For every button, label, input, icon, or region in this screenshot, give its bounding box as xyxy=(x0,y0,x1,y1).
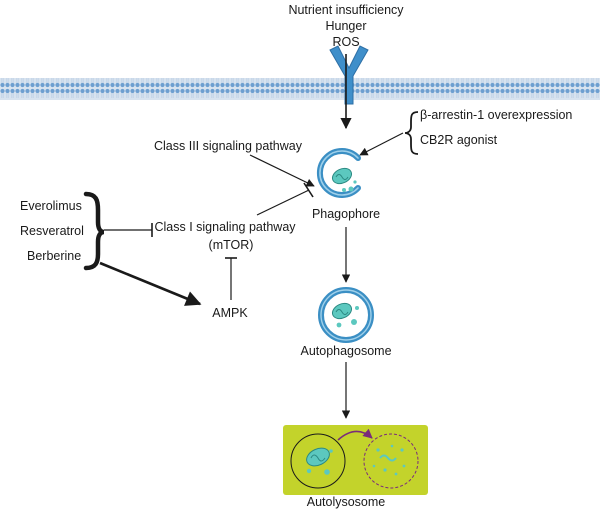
drug-resveratrol-label: Resveratrol xyxy=(20,224,84,238)
stimulus-ros-label: ROS xyxy=(332,35,360,49)
class3-arrow xyxy=(249,154,315,187)
y-receptor-icon xyxy=(329,45,369,105)
class1-inhibition xyxy=(256,182,314,216)
autolysosome-label: Autolysosome xyxy=(306,495,386,509)
ampk-inhibits-mtor xyxy=(225,257,237,300)
upstream-brace xyxy=(404,111,419,155)
autophagosome-label: Autophagosome xyxy=(300,344,392,358)
phagophore-label: Phagophore xyxy=(311,207,381,221)
phagophore-icon xyxy=(316,148,361,198)
class3-pathway-label: Class III signaling pathway xyxy=(154,139,302,153)
autophagosome-icon xyxy=(318,287,374,343)
autolysosome-icon xyxy=(283,425,428,495)
drugs-to-ampk-arrow xyxy=(99,261,202,306)
cell-membrane xyxy=(0,78,600,100)
drug-berberine-label: Berberine xyxy=(27,249,82,263)
beta-arrestin-label: β-arrestin-1 overexpression xyxy=(420,108,573,122)
degradation-arrow xyxy=(337,428,373,441)
upstream-arrow xyxy=(359,132,404,156)
ampk-label: AMPK xyxy=(212,306,248,320)
class1-pathway-label: Class I signaling pathway xyxy=(154,220,296,234)
drug-brace xyxy=(83,191,105,271)
cb2r-agonist-label: CB2R agonist xyxy=(420,133,498,147)
mtor-label: (mTOR) xyxy=(208,238,254,252)
drug-everolimus-label: Everolimus xyxy=(20,199,82,213)
stimulus-hunger-label: Hunger xyxy=(325,19,367,33)
drugs-inhibit-class1 xyxy=(104,223,153,237)
stimulus-nutrient-label: Nutrient insufficiency xyxy=(288,3,404,17)
